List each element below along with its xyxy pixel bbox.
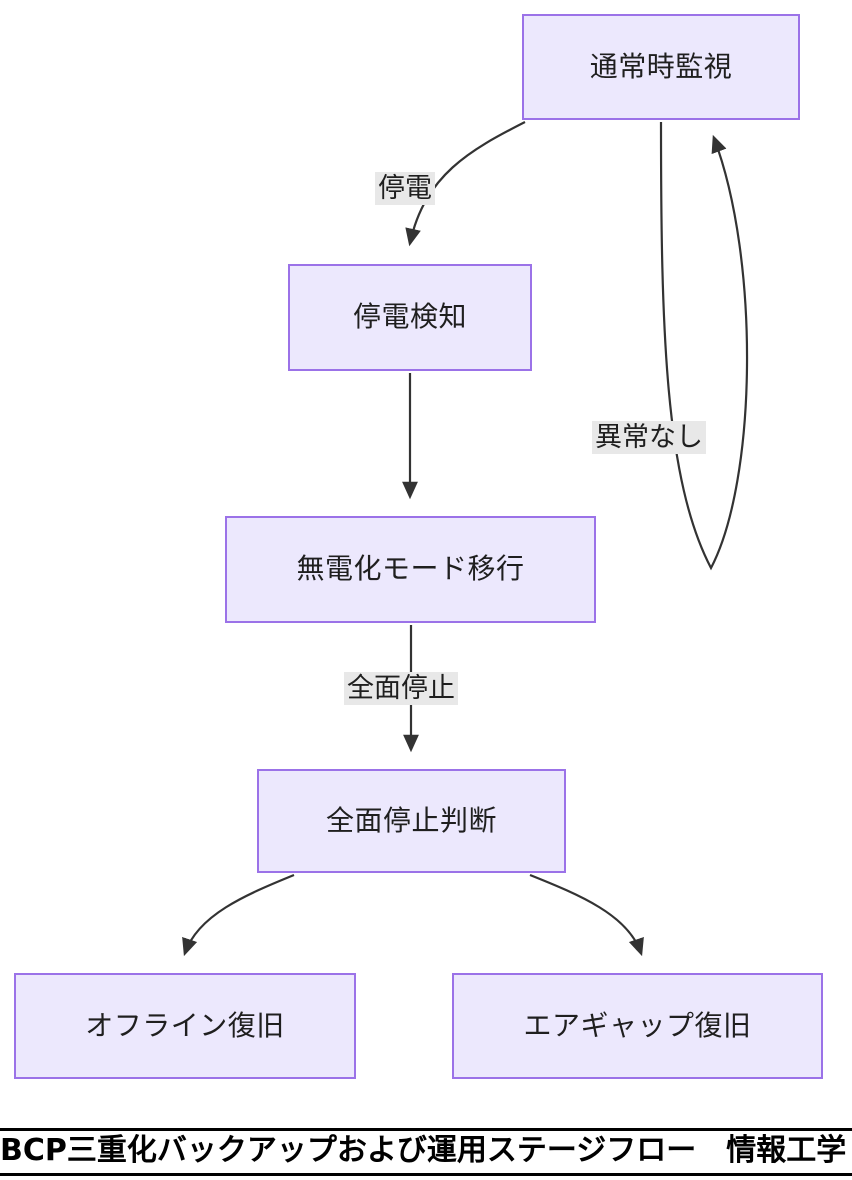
edge-fullstop-to-airgap: [529, 873, 644, 957]
node-airgap[interactable]: エアギャップ復旧: [452, 973, 823, 1079]
edge-monitor-self-loop: [659, 121, 749, 571]
edge-monitor-to-detect: [405, 121, 526, 247]
edge-label-zenmen-teishi: 全面停止: [344, 672, 458, 706]
node-offline-label: オフライン復旧: [85, 1008, 285, 1042]
node-airgap-label: エアギャップ復旧: [523, 1008, 752, 1042]
node-offline[interactable]: オフライン復旧: [14, 973, 356, 1079]
caption-bar: BCP三重化バックアップおよび運用ステージフロー 情報工学: [0, 1128, 852, 1176]
node-monitor-label: 通常時監視: [589, 49, 733, 83]
edge-fullstop-to-offline: [182, 873, 295, 957]
node-nopower-label: 無電化モード移行: [296, 552, 525, 586]
node-nopower[interactable]: 無電化モード移行: [225, 516, 596, 623]
caption-text: BCP三重化バックアップおよび運用ステージフロー 情報工学: [0, 1133, 847, 1168]
node-detect-label: 停電検知: [352, 300, 467, 334]
edge-label-ijou-nashi: 異常なし: [592, 421, 706, 455]
edge-label-teiden: 停電: [375, 172, 435, 206]
node-fullstop-label: 全面停止判断: [325, 803, 497, 837]
node-monitor[interactable]: 通常時監視: [522, 14, 800, 120]
node-fullstop[interactable]: 全面停止判断: [257, 769, 566, 873]
node-detect[interactable]: 停電検知: [288, 264, 532, 371]
